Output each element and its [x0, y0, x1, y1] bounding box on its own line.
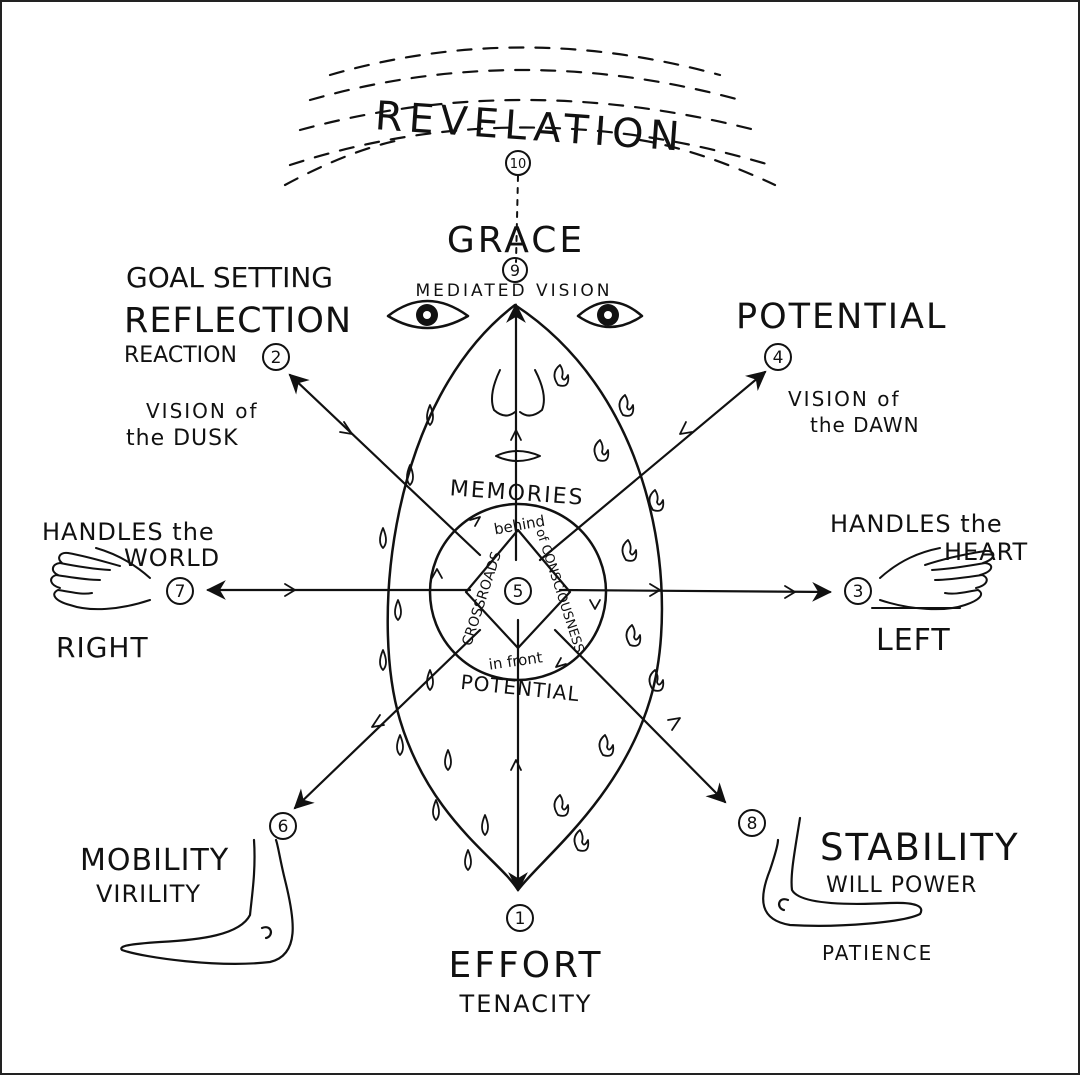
mediated-vision-label: MEDIATED VISION: [416, 281, 613, 301]
water-drops: [379, 404, 489, 871]
svg-text:10: 10: [510, 157, 527, 172]
crossroads-circle: [428, 502, 608, 682]
flames: [553, 364, 665, 852]
mouth-icon: [495, 450, 541, 462]
right-side-label: RIGHT: [56, 631, 149, 664]
memories-label: MEMORIES: [449, 476, 585, 510]
handles-heart-line1: HANDLES the: [830, 510, 1003, 538]
node-9: 9: [502, 257, 528, 283]
vision-dawn-line1: VISION of: [788, 387, 901, 411]
mobility-label: MOBILITY: [80, 843, 229, 878]
vision-dusk-line2: the DUSK: [126, 426, 239, 451]
goal-setting-label: GOAL SETTING: [126, 261, 333, 294]
virility-label: VIRILITY: [96, 880, 201, 908]
left-eye-icon: [386, 299, 470, 330]
right-hand-icon: [50, 547, 151, 611]
node-8: 8: [738, 809, 766, 837]
revelation-stem: [515, 175, 519, 263]
svg-text:7: 7: [175, 582, 186, 602]
axis-diagonal-lower-left: [293, 628, 482, 810]
svg-text:1: 1: [515, 909, 526, 929]
svg-text:5: 5: [513, 582, 524, 602]
svg-text:8: 8: [747, 814, 758, 834]
potential-upper-label: POTENTIAL: [736, 297, 947, 337]
svg-text:6: 6: [278, 817, 289, 837]
reflection-label: REFLECTION: [124, 301, 352, 341]
axis-diagonal-lower-right: [553, 628, 727, 804]
vesica-outline: [386, 303, 664, 892]
stability-label: STABILITY: [820, 826, 1020, 869]
revelation-label: REVELATION: [374, 93, 687, 161]
revelation-rays: [283, 46, 777, 187]
svg-text:3: 3: [853, 582, 864, 602]
crossroads-diamond: [464, 528, 572, 650]
potential-center-label: POTENTIAL: [460, 670, 581, 706]
vision-dusk-line1: VISION of: [146, 399, 259, 423]
right-foot-icon: [120, 838, 294, 965]
node-5: 5: [504, 577, 532, 605]
node-4: 4: [764, 343, 792, 371]
handles-world-line2: WORLD: [124, 544, 220, 572]
effort-label: EFFORT: [449, 945, 604, 986]
svg-text:2: 2: [271, 348, 282, 368]
crossroads-label: CROSSROADS: [459, 550, 505, 648]
axis-horizontal-right: [558, 581, 832, 602]
svg-text:9: 9: [510, 261, 520, 280]
svg-text:4: 4: [773, 348, 784, 368]
axis-diagonal-upper-left: [288, 373, 482, 557]
handles-world-line1: HANDLES the: [42, 518, 215, 546]
node-2: 2: [262, 343, 290, 371]
vision-dawn-line2: the DAWN: [810, 413, 920, 437]
axis-diagonal-upper-right: [538, 370, 767, 562]
node-10: 10: [505, 150, 531, 176]
node-6: 6: [269, 812, 297, 840]
left-side-label: LEFT: [876, 623, 951, 658]
tenacity-label: TENACITY: [459, 990, 593, 1018]
right-eye-icon: [576, 300, 644, 329]
nose-icon: [491, 369, 545, 417]
node-1: 1: [506, 904, 534, 932]
circle-flow-chevrons: [431, 516, 601, 668]
patience-label: PATIENCE: [822, 941, 933, 965]
left-hand-icon: [879, 547, 995, 611]
left-foot-icon: [762, 816, 923, 927]
flow-chevrons: [284, 421, 796, 771]
in-front-label: in front: [488, 648, 544, 673]
node-7: 7: [166, 577, 194, 605]
node-3: 3: [844, 577, 872, 605]
grace-label: GRACE: [447, 220, 585, 261]
reaction-label: REACTION: [124, 343, 237, 368]
will-power-label: WILL POWER: [826, 873, 977, 898]
